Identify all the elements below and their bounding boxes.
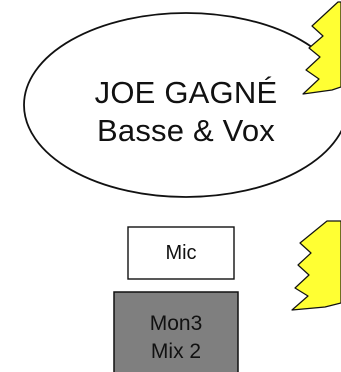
musician-label: JOE GAGNÉ Basse & Vox (24, 74, 341, 150)
musician-name: JOE GAGNÉ (94, 75, 278, 110)
monitor-line-2: Mix 2 (150, 340, 202, 363)
mic-box (127, 226, 235, 280)
musician-role: Basse & Vox (97, 113, 275, 148)
lightning-bolt-icon (291, 220, 341, 311)
musician-ellipse (23, 12, 341, 198)
mic-label: Mic (165, 241, 197, 264)
monitor-label: Mon3 Mix 2 (114, 292, 238, 372)
monitor-line-1: Mon3 (149, 312, 203, 335)
monitor-box (113, 291, 239, 372)
lightning-bolt-icon (302, 1, 341, 95)
